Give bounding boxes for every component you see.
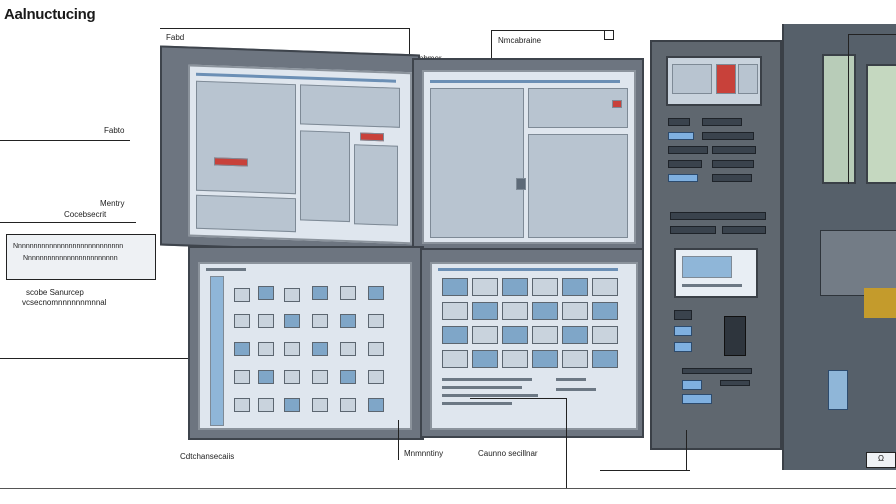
callout-box-line-1: Nnnnnnnnnnnnnnnnnnnnnnnnnnnn bbox=[13, 243, 124, 250]
label-fabto: Fabto bbox=[104, 126, 125, 135]
label-mnmntiny: Mnmnntiny bbox=[404, 449, 444, 458]
side-rack-panel bbox=[820, 230, 896, 296]
side-rack bbox=[782, 24, 896, 470]
leader-line-nmcabraine-top bbox=[491, 30, 611, 31]
callout-box: Nnnnnnnnnnnnnnnnnnnnnnnnnnnn Nnnnnnnnnnn… bbox=[6, 234, 156, 280]
side-rack-indicator bbox=[828, 370, 848, 410]
cabinet-meter bbox=[724, 316, 746, 356]
leader-line-top-drop bbox=[409, 28, 410, 66]
cabinet-display-top bbox=[666, 56, 762, 106]
cabinet-button-grid bbox=[662, 114, 768, 204]
leader-line-mnmntiny bbox=[398, 420, 399, 460]
leader-line-nmcabraine bbox=[491, 30, 492, 76]
upper-left-monitor bbox=[160, 45, 420, 255]
label-bottom: Cdtchansecaiis bbox=[180, 452, 235, 461]
lower-center-monitor bbox=[420, 248, 644, 438]
label-scobe-sub: vcsecnomnnnnnnmnnal bbox=[22, 298, 107, 307]
label-mentry: Mentry bbox=[100, 199, 125, 208]
upper-left-screen[interactable] bbox=[188, 64, 412, 245]
upper-center-screen[interactable] bbox=[422, 70, 636, 244]
leader-line-right-top bbox=[848, 34, 896, 35]
label-nmcabraine: Nmcabraine bbox=[498, 36, 542, 45]
label-cocebsecrit: Cocebsecrit bbox=[64, 210, 107, 219]
cabinet-bottom-buttons bbox=[678, 366, 758, 406]
cabinet-mid-controls bbox=[666, 208, 770, 244]
upper-center-monitor bbox=[412, 58, 644, 250]
label-scobe: scobe Sanurcep bbox=[26, 288, 84, 297]
control-cabinet bbox=[650, 40, 782, 450]
side-rack-yellow-panel bbox=[864, 288, 896, 318]
label-cauno: Caunno secillnar bbox=[478, 449, 538, 458]
leader-line-bottom-left bbox=[0, 358, 212, 359]
leader-line-cauno-h bbox=[470, 398, 566, 399]
leader-line-right-drop bbox=[848, 34, 849, 184]
callout-box-line-2: Nnnnnnnnnnnnnnnnnnnnnnnn bbox=[23, 255, 118, 262]
label-fabd: Fabd bbox=[166, 33, 185, 42]
leader-line-cauno-v bbox=[566, 398, 567, 488]
leader-line-fabto bbox=[0, 140, 130, 141]
leader-line-mentry bbox=[0, 222, 136, 223]
page-title: Aalnuctucing bbox=[4, 6, 96, 23]
cabinet-screen[interactable] bbox=[674, 248, 758, 298]
leader-line-cabinet-bottom bbox=[686, 430, 687, 470]
side-rack-screen-2 bbox=[866, 64, 896, 184]
cabinet-switch-1[interactable] bbox=[674, 310, 692, 320]
lower-left-screen[interactable] bbox=[198, 262, 412, 430]
leader-line-cabinet-bottom-h bbox=[600, 470, 690, 471]
bottom-rule bbox=[0, 488, 896, 489]
lower-left-monitor bbox=[188, 246, 424, 440]
cabinet-switch-3[interactable] bbox=[674, 342, 692, 352]
small-box-right: Ω bbox=[866, 452, 896, 468]
cabinet-switch-2[interactable] bbox=[674, 326, 692, 336]
small-square-marker bbox=[604, 30, 614, 40]
lower-center-screen[interactable] bbox=[430, 262, 638, 430]
side-rack-screen-1 bbox=[822, 54, 856, 184]
leader-line-top bbox=[160, 28, 410, 29]
